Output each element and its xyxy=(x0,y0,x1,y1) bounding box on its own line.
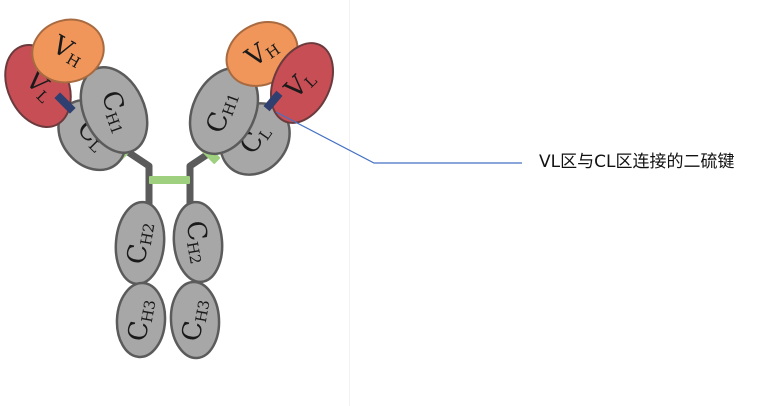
right-vl-domain: VL xyxy=(270,42,334,124)
right-heavy-chain-backbone xyxy=(186,149,213,206)
left-vl-cl-disulfide-bond xyxy=(54,92,76,114)
right-vl-cl-disulfide-bond xyxy=(263,90,283,112)
svg-text:VH: VH xyxy=(240,31,284,74)
right-ch1-domain: CH1 xyxy=(188,66,260,156)
right-ch3-domain: CH3 xyxy=(169,280,221,360)
right-ch2-domain: CH2 xyxy=(172,200,224,284)
svg-text:CH3: CH3 xyxy=(177,296,214,343)
panel-divider xyxy=(349,0,350,406)
left-vh-domain: VH xyxy=(31,18,105,84)
callout-label: VL区与CL区连接的二硫键 xyxy=(539,152,735,172)
svg-text:CH3: CH3 xyxy=(123,296,160,343)
svg-text:CH2: CH2 xyxy=(122,219,159,266)
callout-leader-line xyxy=(275,111,522,164)
left-ch2-domain: CH2 xyxy=(114,200,166,286)
left-ch3-domain: CH3 xyxy=(115,281,167,359)
hinge-disulfide-bond xyxy=(149,176,190,184)
left-heavy-chain-backbone xyxy=(126,149,153,206)
